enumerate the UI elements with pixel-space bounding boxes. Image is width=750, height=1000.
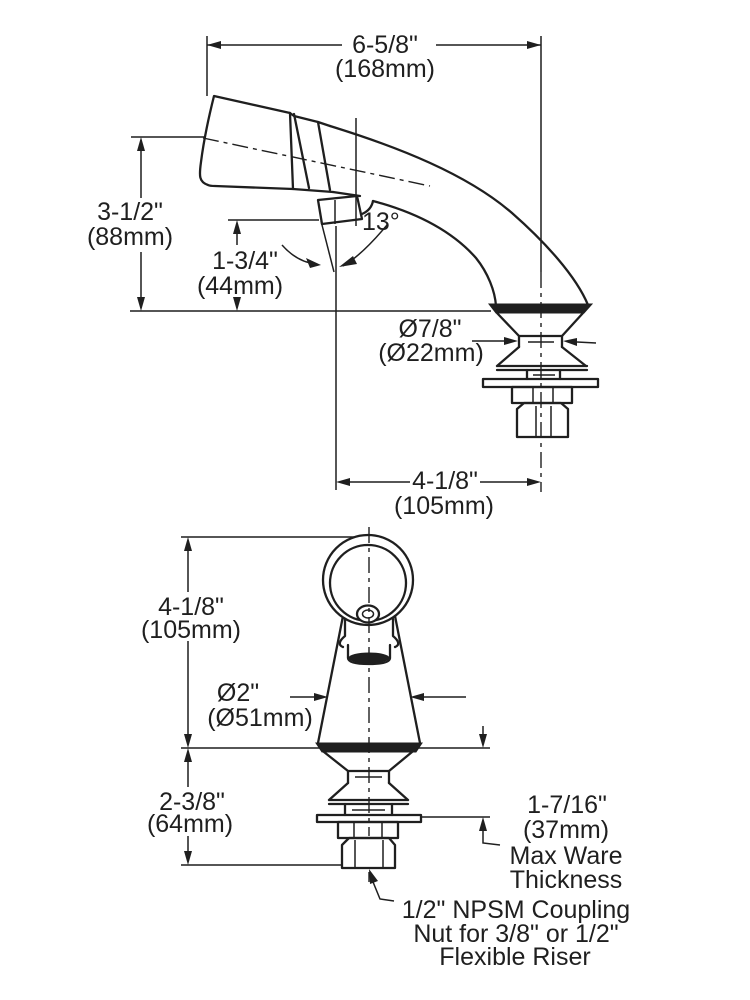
dim-max-ware-inch: 1-7/16" [527,791,607,819]
coupling-note-line3: Flexible Riser [439,943,590,971]
dim-spout-reach: 6-5/8" (168mm) [206,31,542,272]
dim-body-height: 4-1/8" (105mm) [141,537,241,748]
front-bell [327,781,410,806]
spout-under-curve [371,199,498,308]
front-shank [346,769,391,785]
dim-below-body-inch: 2-3/8" [159,788,225,816]
dim-below-body-mm: (64mm) [147,810,233,838]
dim-outlet-clearance: 1-3/4" (44mm) [197,219,319,311]
dim-shank-diameter: Ø7/8" (Ø22mm) [378,315,597,367]
front-view: 4-1/8" (105mm) 2-3/8" (64mm) Ø2" (Ø51mm)… [141,527,630,971]
dim-outlet-clearance-mm: (44mm) [197,272,283,300]
faucet-head-cap [198,94,335,194]
dim-spout-angle-label: 13° [362,208,400,236]
dim-max-ware-label1: Max Ware [510,842,623,870]
dim-body-height-inch: 4-1/8" [158,593,224,621]
dim-spout-angle: 13° [281,118,400,490]
escutcheon-bell [495,345,589,372]
side-base-assembly [481,272,600,492]
coupling-note: 1/2" NPSM Coupling Nut for 3/8" or 1/2" … [369,869,630,971]
dim-outlet-clearance-inch: 1-3/4" [212,247,278,275]
coupling-note-line1: 1/2" NPSM Coupling [402,896,630,924]
dim-base-diameter: Ø2" (Ø51mm) [207,679,466,732]
cone-sides [316,614,422,745]
dim-outlet-to-center: 4-1/8" (105mm) [336,467,541,520]
front-head [321,533,415,627]
spout-axis-centerline [202,137,431,187]
locknut-lower [515,401,570,439]
handle-screw [355,604,381,624]
spout-body [202,124,590,308]
dim-base-diameter-mm: (Ø51mm) [207,704,313,732]
front-locknut-upper [336,820,400,840]
dim-body-height-mm: (105mm) [141,616,241,644]
dim-spout-reach-inch: 6-5/8" [352,31,418,59]
dim-max-ware: 1-7/16" (37mm) Max Ware Thickness [479,726,622,894]
outlet-block [316,194,364,226]
locknut-upper [510,385,574,405]
dim-spout-height-inch: 3-1/2" [97,198,163,226]
dim-max-ware-mm: (37mm) [523,816,609,844]
dim-spout-height-mm: (88mm) [87,223,173,251]
coupling-note-line2: Nut for 3/8" or 1/2" [413,920,618,948]
spout-top-curve [328,124,590,307]
dim-max-ware-label2: Thickness [510,866,623,894]
front-locknut-lower [340,836,397,870]
dim-base-diameter-inch: Ø2" [217,679,259,707]
dim-outlet-to-center-inch: 4-1/8" [412,467,478,495]
shank [517,334,564,349]
dim-spout-height: 3-1/2" (88mm) [87,136,204,311]
dim-shank-diameter-mm: (Ø22mm) [378,339,484,367]
dim-spout-reach-mm: (168mm) [335,55,435,83]
head-outer-circle [321,533,415,627]
dim-below-body: 2-3/8" (64mm) [147,748,233,865]
cap-ring-lines [292,112,332,192]
dim-outlet-to-center-mm: (105mm) [394,492,494,520]
side-view: 6-5/8" (168mm) 3-1/2" (88mm) 1-3/4" (44m… [87,31,600,520]
dim-shank-diameter-inch: Ø7/8" [398,315,461,343]
